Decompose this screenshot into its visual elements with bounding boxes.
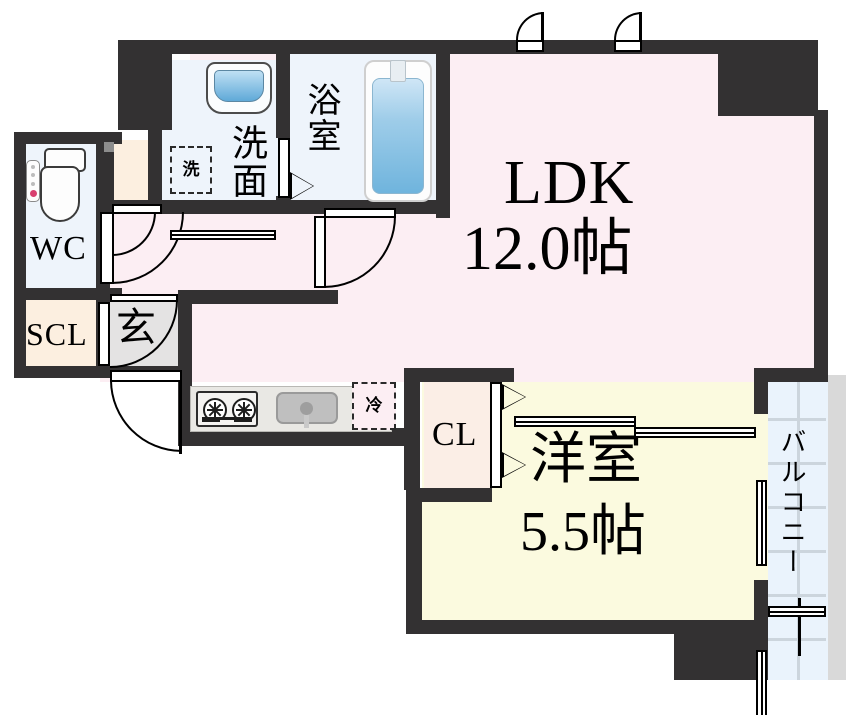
cl-folding-door-icon-bottom-inner bbox=[504, 454, 525, 476]
wall-bath-right bbox=[436, 52, 450, 218]
wall-wc-bottom bbox=[14, 288, 122, 300]
wall-top bbox=[118, 40, 818, 54]
wall-left-outer bbox=[14, 132, 26, 378]
wall-bedroom-bottom-block bbox=[674, 620, 768, 680]
wall-bedroom-top-left bbox=[404, 368, 514, 382]
wall-top-left bbox=[14, 132, 122, 144]
shoe-closet-floor bbox=[22, 300, 100, 370]
closet-label: CL bbox=[432, 416, 478, 453]
wall-bedroom-right-upper bbox=[754, 368, 768, 414]
wall-top-stub bbox=[118, 40, 172, 130]
meter-box-icon bbox=[104, 142, 114, 152]
bath-folding-door-icon-inner bbox=[292, 174, 313, 198]
wall-ldk-notch bbox=[718, 40, 818, 116]
wall-ldk-right-lower bbox=[814, 110, 828, 382]
wall-hallway-bottom bbox=[178, 290, 338, 304]
balcony-sliding-door-lower[interactable] bbox=[756, 650, 767, 715]
toilet-label: WC bbox=[30, 230, 87, 267]
bedroom-sliding-door-right[interactable] bbox=[634, 427, 756, 438]
wall-bedroom-right-lower bbox=[754, 580, 768, 634]
panel-dot bbox=[31, 165, 35, 170]
balcony-sliding-door-upper[interactable] bbox=[756, 480, 767, 566]
bathroom-label: 浴室 bbox=[301, 82, 341, 154]
sink-faucet-icon bbox=[304, 406, 309, 428]
stove-bar bbox=[202, 417, 252, 422]
wall-closet-bottom bbox=[420, 488, 492, 502]
vanity-basin-icon bbox=[214, 70, 264, 102]
washer-space: 洗 bbox=[170, 146, 212, 194]
wall-kitchen-bottom bbox=[178, 428, 418, 446]
sink-faucet-head-icon bbox=[300, 402, 313, 415]
toilet-control-panel-icon bbox=[26, 160, 40, 202]
bathtub-water-icon bbox=[372, 78, 424, 194]
fridge-label: 冷 bbox=[365, 395, 383, 416]
ldk-window-left-jamb bbox=[541, 12, 544, 42]
genkan-inner-door-leaf[interactable] bbox=[98, 302, 110, 366]
wall-bedroom-left-lower bbox=[406, 488, 422, 632]
panel-dot-active bbox=[29, 189, 37, 197]
entrance-door-swing-icon bbox=[110, 380, 182, 452]
ldk-window-right-leaf[interactable] bbox=[614, 40, 642, 52]
cl-folding-door-icon-top-inner bbox=[504, 386, 525, 408]
wall-ldk-bottom-mid bbox=[404, 368, 418, 382]
balcony-rail-mark bbox=[798, 598, 801, 656]
wall-hallway-left bbox=[178, 290, 192, 380]
ldk-window-left-swing-icon bbox=[516, 12, 544, 40]
stove-knob bbox=[220, 420, 234, 424]
bath-folding-door-leaf[interactable] bbox=[278, 138, 290, 198]
gas-stove-icon bbox=[196, 391, 258, 427]
ldk-label: LDK bbox=[504, 149, 635, 217]
ldk-window-right-swing-icon bbox=[614, 12, 642, 40]
wall-bedroom-left bbox=[404, 378, 420, 394]
panel-dot bbox=[31, 173, 35, 178]
wall-bedroom-left-upper bbox=[404, 378, 420, 490]
balcony-grid-line-vertical bbox=[797, 375, 800, 680]
cl-folding-door-leaf[interactable] bbox=[490, 382, 502, 488]
bedroom-label: 洋室 bbox=[530, 429, 642, 491]
wall-ldk-bottom-right bbox=[768, 368, 828, 382]
balcony-outer-edge bbox=[826, 375, 846, 680]
bedroom-area-label: 5.5帖 bbox=[520, 501, 646, 563]
closet-floor bbox=[424, 382, 490, 490]
genkan-door-head bbox=[110, 294, 178, 302]
ldk-window-left-leaf[interactable] bbox=[516, 40, 544, 52]
bathtub-faucet-icon bbox=[390, 60, 406, 82]
wall-washroom-left bbox=[148, 52, 162, 210]
ldk-balcony-window[interactable] bbox=[768, 606, 826, 617]
toilet-icon bbox=[40, 166, 80, 222]
entrance-door-jamb bbox=[179, 380, 182, 454]
washer-label: 洗 bbox=[182, 159, 200, 180]
ldk-window-right-jamb bbox=[639, 12, 642, 42]
wc-door-head bbox=[112, 204, 162, 214]
ldk-area-label: 12.0帖 bbox=[462, 215, 633, 283]
washroom-door-head bbox=[324, 208, 396, 218]
washroom-sliding-door[interactable] bbox=[170, 230, 276, 240]
shoe-closet-label: SCL bbox=[26, 316, 88, 352]
fridge-space: 冷 bbox=[352, 382, 396, 430]
panel-dot bbox=[31, 181, 35, 186]
balcony-label: バルコニー bbox=[776, 428, 806, 578]
washroom-label: 洗面 bbox=[226, 124, 267, 200]
bedroom-sliding-door-left[interactable] bbox=[514, 416, 636, 427]
wall-bath-divider bbox=[276, 52, 290, 138]
